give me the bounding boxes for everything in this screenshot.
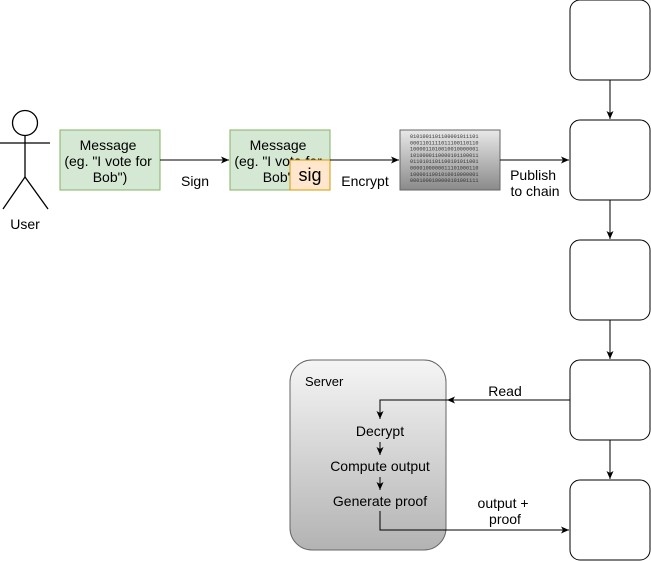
output-proof-label-line-2: proof [489,511,521,527]
publish-label-line-1: Publish [510,167,556,183]
read-label: Read [488,383,521,399]
read-to-decrypt-arrow [376,399,447,419]
server-box [289,359,447,551]
output-proof-arrow [379,511,569,534]
message-line-2: (eg. "I vote for [64,153,152,169]
user-actor [0,109,50,210]
publish-label: Publish to chain [510,167,560,199]
output-proof-label: output + proof [478,495,533,527]
message-text: Message (eg. "I vote for Bob") [64,137,155,185]
ciphertext-row: 0101001101100001011101 [410,134,479,140]
server-title: Server [305,374,344,389]
publish-label-line-2: to chain [510,183,559,199]
ciphertext-row: 1000011010010010000001 [410,147,479,153]
chain-block-2 [569,119,651,201]
step-decrypt: Decrypt [356,423,404,439]
sign-label: Sign [181,173,209,189]
chain-block-1 [569,0,651,81]
ciphertext-row: 0001000100000101001111 [410,178,479,184]
blockchain [569,0,651,561]
ciphertext-row: 0001101111011100110110 [410,140,479,146]
user-label: User [10,216,40,232]
message-box [59,129,161,191]
signature-box [289,159,331,191]
chain-block-5 [569,479,651,561]
ciphertext-row: 0110101101100101011001 [410,159,479,165]
message-line-1: Message [80,137,137,153]
ciphertext-row: 0000100000011101000110 [410,166,479,172]
encrypt-label: Encrypt [341,173,389,189]
output-proof-label-line-1: output + [478,495,529,511]
signed-message-line-1: Message [250,137,307,153]
signed-message-line-3: Bob") [263,169,298,185]
message-line-3: Bob") [93,169,128,185]
chain-block-3 [569,239,651,321]
ciphertext-row: 1010000110000101100011 [410,153,479,159]
ciphertext-row: 1000011001010010000001 [410,172,479,178]
step-compute-output: Compute output [330,458,430,474]
chain-block-4 [569,359,651,441]
step-generate-proof: Generate proof [333,493,427,509]
signature-label: sig [298,165,321,185]
